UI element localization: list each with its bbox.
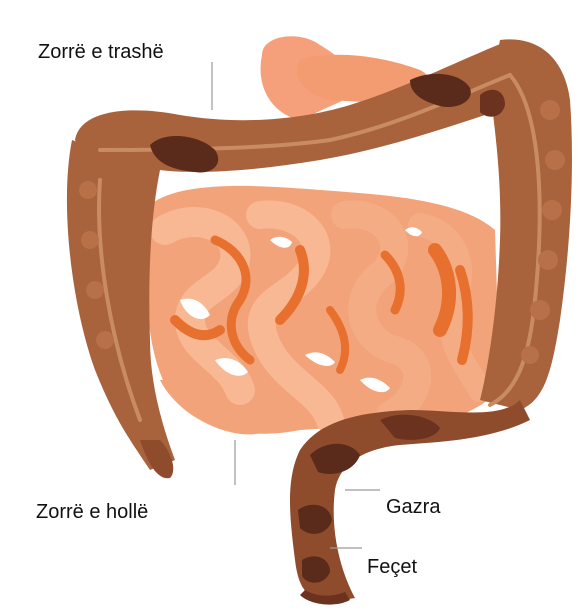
label-small-intestine: Zorrë e hollë — [36, 502, 148, 522]
label-large-intestine: Zorrë e trashë — [38, 42, 164, 62]
label-gas: Gazra — [386, 497, 440, 517]
label-feces: Feçet — [367, 557, 417, 577]
small-intestine — [146, 186, 500, 434]
